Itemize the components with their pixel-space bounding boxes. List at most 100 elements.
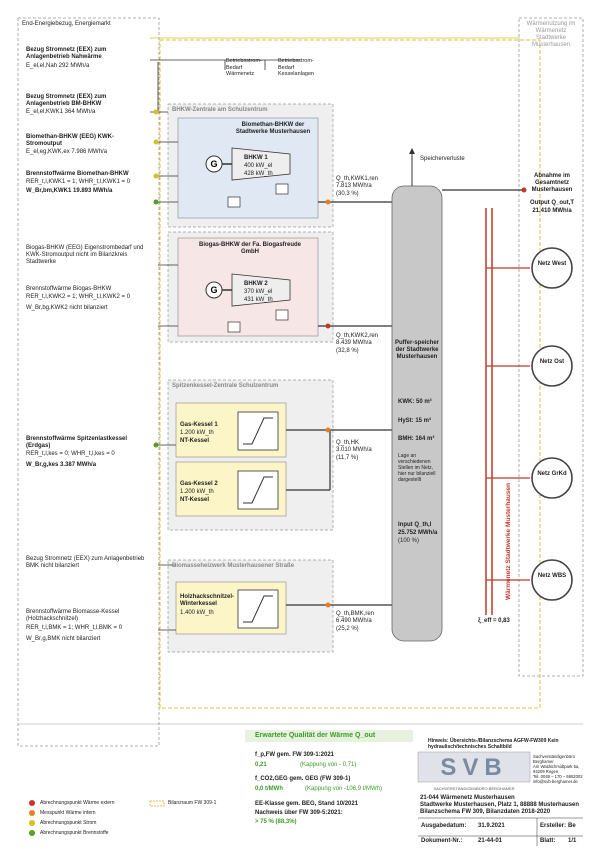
- quality-f1-value: 0,21: [255, 762, 267, 768]
- doc-label: Dokument-Nr.:: [421, 838, 463, 844]
- output-title: Abnahme im Gesamtnetz Musterhausen: [531, 173, 573, 193]
- boiler-2-name: Gas-Kessel 2: [180, 481, 218, 487]
- plant-2-th: 431 kW_th: [244, 297, 273, 303]
- project-info: 21-044 Wärmenetz Musterhausen Stadtwerke…: [420, 795, 585, 816]
- output-1-value: 7.813 MWh/a: [336, 183, 372, 189]
- date-label: Ausgabedatum:: [421, 823, 467, 829]
- storage-title: Puffer-speicher der Stadtwerke Musterhau…: [395, 340, 440, 360]
- legend-ext: Abrechnungspunkt Wärme extern: [40, 800, 115, 806]
- company-line: info@svb-berghamer.de: [533, 779, 578, 784]
- quality-f2-cap: (Kappung von -106,9 t/MWh): [305, 786, 383, 792]
- network-ost: [531, 345, 573, 387]
- storage-bmh: BMH: 164 m³: [398, 436, 435, 442]
- left-item-6-title: Brennstoffwärme Biogas-BHKW: [26, 286, 112, 292]
- plant-4-title: Biomasseheizwerk Musterhausener Straße: [172, 563, 295, 569]
- boiler-1-type: NT-Kessel: [180, 438, 210, 444]
- boiler-1-name: Gas-Kessel 1: [180, 422, 218, 428]
- quality-ee-label2: Nachweis über FW 309-5:2021:: [255, 810, 343, 816]
- left-item-9-l2: W_Br,g,BMK nicht bilanziert: [26, 636, 101, 642]
- company-line: 94209 Regen: [533, 769, 559, 774]
- left-item-9-l1: RER_t,l,BMK = 1; WHR_t,l,BMK = 0: [26, 625, 123, 631]
- left-item-6-l1: RER_t,l,KWK2 = 1; WHR_t,l,KWK2 = 0: [26, 294, 131, 300]
- legend-dot-strom: [29, 820, 35, 826]
- heat-exchanger-icon: [275, 309, 289, 321]
- sheet-label: Blatt:: [540, 838, 556, 844]
- network-grkd-label: Netz GrKd: [537, 471, 567, 477]
- storage-losses: Speicherverluste: [420, 156, 465, 162]
- svg-text:G: G: [210, 159, 217, 169]
- quality-title: Erwartete Qualität der Wärme Q_out: [255, 732, 376, 739]
- left-item-2-value: E_el,el,KWK1 364 MWh/a: [26, 109, 96, 115]
- heat-exchanger-icon: [275, 183, 289, 195]
- quality-f1-label: f_p,FW gem. FW 309-1:2021: [255, 752, 335, 758]
- left-item-4-l1: RER_t,l,KWK1 = 1; WHR_t,l,KWK1 = 0: [26, 179, 131, 185]
- boiler-2-power: 1.200 kW_th: [180, 489, 214, 495]
- meter-point: [153, 109, 159, 115]
- output-2-value: 8.439 MWh/a: [336, 340, 372, 346]
- author-value: Be: [568, 823, 576, 829]
- heat-exchanger-icon: [227, 196, 241, 208]
- storage-kwk: KWK: 50 m³: [398, 399, 432, 405]
- logo-sub: SACHVERSTÄNDIGENBÜRO BERGHAMER: [433, 786, 514, 791]
- plant-1-unit: BHKW 1: [244, 155, 268, 161]
- legend-dot-int: [29, 810, 35, 816]
- company-line: Tel. 0049 – 170 – 6862002: [533, 774, 583, 779]
- output-1-pct: (30,3 %): [336, 191, 359, 197]
- author-label: Ersteller:: [540, 823, 567, 829]
- logo-box: [417, 751, 531, 783]
- output-3-label: Q_th,HK: [336, 440, 360, 446]
- quality-f1-cap: (Kappung von - 0,71): [300, 762, 357, 768]
- measure-point: [325, 323, 331, 329]
- left-item-5-title: Biogas-BHKW (EEG) Eigenstrombedarf und K…: [26, 245, 144, 265]
- plant-2-unit: BHKW 2: [244, 281, 268, 287]
- top-flow-a: Betriebsstrom-Bedarf Wärmenetz: [226, 58, 262, 77]
- network-west-label: Netz West: [537, 261, 567, 267]
- boiler-2-type: NT-Kessel: [180, 497, 210, 503]
- network-wbs: [531, 559, 573, 601]
- left-item-7-l2: W_Br,g,kes 3.387 MWh/a: [26, 462, 97, 468]
- quality-ee-value: > 75 % (88,3%): [255, 819, 297, 825]
- measure-point: [325, 199, 331, 205]
- storage-input-pct: (100 %): [398, 538, 420, 544]
- generator-icon-2: G: [205, 281, 223, 299]
- quality-f2-value: 0,0 t/MWh: [255, 786, 283, 792]
- heat-exchanger-icon: [227, 321, 241, 333]
- network-grkd: [531, 457, 573, 499]
- quality-f2-label: f_CO2,GEG gem. GEG (FW 309-1): [255, 776, 351, 782]
- output-4-pct: (25,2 %): [336, 626, 359, 632]
- sheet-value: 1/1: [568, 838, 577, 844]
- logo: SVB: [440, 754, 507, 781]
- company-line: Am Waldschmidtpark 5a,: [533, 764, 580, 769]
- meter-point: [153, 199, 159, 205]
- output-4-label: Q_th,BMK,ren: [336, 611, 375, 617]
- measure-point: [325, 602, 331, 608]
- output-value: 21.410 MWh/a: [532, 208, 572, 214]
- svg-text:G: G: [210, 285, 217, 295]
- top-flow-b: Betriebsstrom-Bedarf Kesselanlagen: [278, 58, 315, 77]
- buffer-storage: [391, 185, 443, 642]
- engine-icon-1: [231, 147, 291, 181]
- boiler-4-power: 1.400 kW_th: [180, 610, 214, 616]
- date-value: 31.9.2021: [478, 823, 505, 829]
- storage-hyst: HySt: 15 m³: [398, 418, 432, 424]
- right-header: Wärmenutzung im Wärmenetz Stadtwerke Mus…: [526, 21, 576, 48]
- legend-strom: Abrechnungspunkt Strom: [40, 820, 97, 826]
- left-item-3-value: E_el,eg,KWK,ex 7.986 MWh/a: [26, 149, 108, 155]
- left-item-6-l2: W_Br,bg,KWK2 nicht bilanziert: [26, 305, 108, 311]
- output-4-value: 6.490 MWh/a: [336, 618, 372, 624]
- right-column-box: [518, 17, 584, 677]
- engine-icon-2: [231, 273, 291, 307]
- legend-dot-brenn: [29, 830, 35, 836]
- storage-input-label: Input Q_th,I: [398, 522, 432, 528]
- measure-point: [325, 427, 331, 433]
- network-ost-label: Netz Ost: [539, 359, 565, 365]
- network-wbs-label: Netz WBS: [537, 573, 567, 579]
- plant-1-th: 428 kW_th: [244, 171, 273, 177]
- quality-ee-label: EE-Klasse gem. BEG, Stand 10/2021: [255, 801, 359, 807]
- legend-dot-ext: [29, 800, 35, 806]
- hint-text: Hinweis: Übersichts-/Bilanzschema AGFW-F…: [428, 738, 559, 750]
- left-item-3-title: Biomethan-BHKW (EEG) KWK-Stromoutput: [26, 134, 114, 147]
- efficiency: ξ_eff = 0,83: [478, 618, 510, 624]
- storage-note: Lage an verschiedenen Stellen im Netz, h…: [398, 453, 436, 483]
